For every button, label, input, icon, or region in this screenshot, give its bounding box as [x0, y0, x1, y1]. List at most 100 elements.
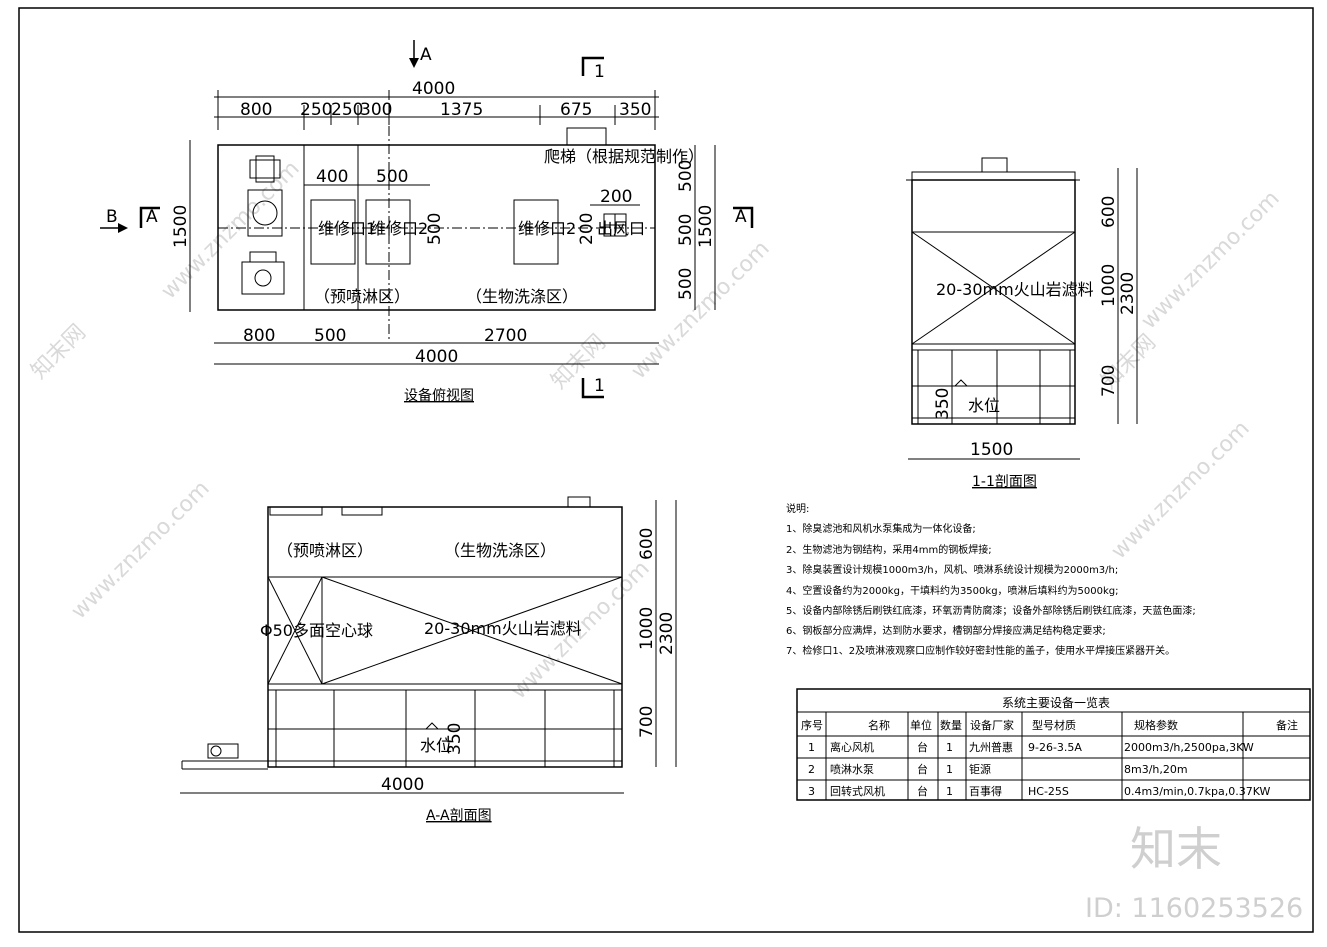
ladder-box — [566, 127, 607, 146]
plan-top-dim-5: 1375 — [440, 100, 483, 120]
table-r2-c1: 2 — [808, 763, 815, 776]
sectionAA-dim-1: 600 — [637, 528, 657, 560]
table-header-7: 规格参数 — [1134, 718, 1178, 732]
sectionAA-dim-3: 700 — [637, 706, 657, 738]
section-a-a: （预喷淋区） （生物洗涤区） Φ50多面空心球 20-30mm火山岩滤料 水位 … — [180, 496, 677, 824]
plan-bottom-dim-2: 500 — [314, 326, 346, 346]
table-header-8: 备注 — [1276, 718, 1298, 732]
note-7: 7、检修口1、2及喷淋液观察口应制作较好密封性能的盖子，使用水平焊接压紧器开关。 — [786, 644, 1175, 657]
sectionAA-ball-label: Φ50多面空心球 — [260, 621, 373, 640]
table-r1-c1: 1 — [808, 741, 815, 754]
plan-top-dim-7: 350 — [619, 100, 651, 120]
watermark-cn-1: 知末网 — [27, 320, 91, 384]
plan-right-dim-2: 500 — [676, 214, 696, 246]
note-1: 1、除臭滤池和风机水泵集成为一体化设备; — [786, 522, 976, 535]
plan-section-a-right: A — [735, 207, 747, 227]
sectionAA-title: A-A剖面图 — [426, 808, 492, 824]
port-2b-label: 维修口2 — [518, 219, 576, 238]
equipment-table: 系统主要设备一览表 序号 名称 单位 数量 设备厂家 型号材质 规格参数 备注 … — [796, 688, 1311, 801]
port-1-box — [310, 199, 356, 265]
section11-title: 1-1剖面图 — [972, 474, 1037, 490]
plan-zone-1: （预喷淋区） — [314, 287, 410, 306]
watermark-logo: 知末 — [1130, 822, 1222, 876]
section11-water-label: 水位 — [968, 396, 1000, 415]
port-1-label: 维修口1 — [318, 219, 376, 238]
table-r2-c3: 台 — [917, 762, 928, 776]
section11-width: 1500 — [970, 440, 1013, 460]
plan-view: 维修口1 维修口2 维修口2 出风口 爬梯（根据规范制作） （预喷淋区） （生物… — [100, 40, 754, 404]
table-header-2: 名称 — [868, 718, 890, 732]
sectionAA-dim-2: 1000 — [637, 607, 657, 650]
sectionAA-total: 2300 — [657, 612, 677, 655]
plan-right-dim-3: 500 — [676, 268, 696, 300]
outlet-label: 出风口 — [597, 219, 645, 238]
sectionAA-zone-1: （预喷淋区） — [277, 541, 373, 560]
plan-section-a-left: A — [146, 207, 158, 227]
plan-inner-dim-1: 400 — [316, 167, 348, 187]
table-header-6: 型号材质 — [1032, 718, 1076, 732]
watermark-site-4: www.znzmo.com — [67, 476, 215, 624]
table-r1-c7: 2000m3/h,2500pa,3KW — [1124, 741, 1254, 754]
sectionAA-body — [267, 506, 623, 768]
note-6: 6、钢板部分应满焊，达到防水要求，槽钢部分焊接应满足结构稳定要求; — [786, 624, 1106, 637]
section11-total: 2300 — [1118, 272, 1138, 315]
plan-section-b: B — [106, 207, 118, 227]
table-r2-c7: 8m3/h,20m — [1124, 763, 1188, 776]
table-r2-c2: 喷淋水泵 — [830, 763, 874, 776]
section11-dim-1: 600 — [1099, 196, 1119, 228]
watermark-site-3: www.znzmo.com — [1137, 186, 1285, 334]
section11-dim-2: 1000 — [1099, 264, 1119, 307]
watermark-site-6: www.znzmo.com — [1107, 416, 1255, 564]
plan-top-dim-6: 675 — [560, 100, 592, 120]
table-r3-c4: 1 — [946, 785, 953, 798]
table-r2-c5: 钜源 — [969, 762, 991, 776]
sectionAA-media-label: 20-30mm火山岩滤料 — [424, 619, 582, 638]
table-header-3: 单位 — [910, 718, 932, 732]
ladder-label: 爬梯（根据规范制作） — [544, 147, 704, 166]
plan-port-dim-200: 200 — [577, 213, 597, 245]
plan-inner-dim-3: 200 — [600, 187, 632, 207]
plan-right-total: 1500 — [696, 205, 716, 248]
plan-bottom-dim-1: 800 — [243, 326, 275, 346]
table-r3-c2: 回转式风机 — [830, 784, 885, 798]
table-r1-c2: 离心风机 — [830, 740, 874, 754]
table-r1-c3: 台 — [917, 740, 928, 754]
section11-water-height: 350 — [933, 388, 953, 420]
note-3: 3、除臭装置设计规模1000m3/h，风机、喷淋系统设计规模为2000m3/h; — [786, 563, 1118, 576]
table-r3-c6: HC-25S — [1028, 785, 1069, 798]
table-title: 系统主要设备一览表 — [1002, 695, 1110, 710]
note-4: 4、空置设备约为2000kg，干填料约为3500kg，喷淋后填料约为5000kg… — [786, 584, 1119, 597]
port-2a-label: 维修口2 — [370, 219, 428, 238]
plan-port-dim-500: 500 — [425, 213, 445, 245]
section-1-1: 20-30mm火山岩滤料 水位 350 600 1000 700 2300 15… — [906, 157, 1138, 490]
plan-section-a-top: A — [420, 45, 432, 65]
plan-top-dim-1: 800 — [240, 100, 272, 120]
plan-top-dim-4: 300 — [360, 100, 392, 120]
plan-zone-2: （生物洗涤区） — [466, 287, 578, 306]
plan-title: 设备俯视图 — [404, 387, 474, 404]
section11-dim-3: 700 — [1099, 365, 1119, 397]
sectionAA-zone-2: （生物洗涤区） — [444, 541, 556, 560]
table-header-5: 设备厂家 — [970, 718, 1014, 732]
table-r3-c1: 3 — [808, 785, 815, 798]
notes-heading: 说明: — [786, 502, 809, 515]
table-r3-c3: 台 — [917, 784, 928, 798]
section11-media-label: 20-30mm火山岩滤料 — [936, 280, 1094, 299]
notes: 说明: 1、除臭滤池和风机水泵集成为一体化设备; 2、生物滤池为钢结构，采用4m… — [786, 502, 1196, 657]
sectionAA-water-label: 水位 — [420, 736, 452, 755]
plan-right-dim-1: 500 — [676, 160, 696, 192]
plan-top-dim-2: 250 — [300, 100, 332, 120]
pump-icon — [207, 743, 239, 759]
table-r1-c5: 九州普惠 — [969, 740, 1013, 754]
drawing-frame — [18, 7, 1314, 933]
port-2b-box — [513, 199, 559, 265]
note-2: 2、生物滤池为钢结构，采用4mm的钢板焊接; — [786, 543, 992, 556]
blower-equipment — [241, 155, 285, 295]
plan-inner-dim-2: 500 — [376, 167, 408, 187]
sectionAA-width: 4000 — [381, 775, 424, 795]
table-r2-c4: 1 — [946, 763, 953, 776]
note-5: 5、设备内部除锈后刷铁红底漆，环氧沥青防腐漆；设备外部除锈后刷铁红底漆，天蓝色面… — [786, 604, 1196, 617]
plan-top-dim-3: 250 — [331, 100, 363, 120]
watermark-id: ID: 1160253526 — [1085, 893, 1303, 924]
